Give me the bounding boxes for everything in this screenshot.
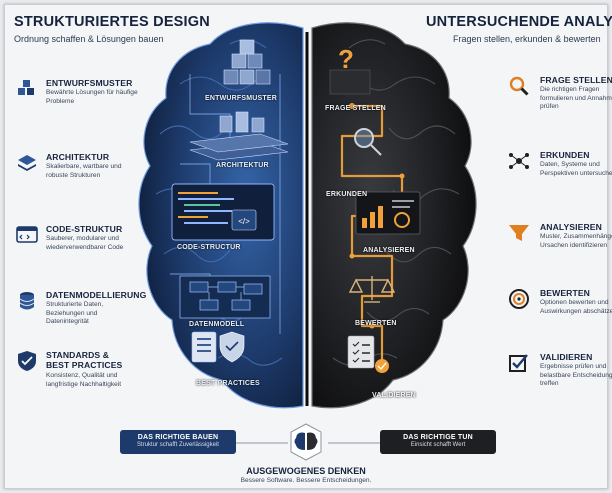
item-title: CODE-STRUKTUR [46,224,123,234]
validation-clipboard [347,335,389,373]
item-desc: Muster, Zusammenhänge und Ursachen ident… [540,233,612,249]
magnifier-icon [509,76,529,96]
item-title: DATENMODELLIERUNG [46,290,147,300]
item-desc: Konsistenz, Qualität und langfristige Na… [46,372,122,388]
item-desc: Skalierbare, wartbare und robuste Strukt… [46,163,122,179]
right-bottom-pill: DAS RICHTIGE TUN Einsicht schafft Wert [380,430,496,454]
center-subtitle: Bessere Software. Bessere Entscheidungen… [240,477,372,484]
checkbox-icon [509,354,528,372]
item-title: VALIDIEREN [540,352,593,362]
brain-label-bewerten: BEWERTEN [355,320,397,327]
code-window: </> [171,183,275,241]
brain-illustration: </> ? [138,22,477,409]
item-desc: Daten, Systeme und Perspektiven untersuc… [540,161,612,177]
balance-scale-illustration [348,276,396,303]
item-desc: Sauberer, modularer und wiederverwendbar… [46,235,124,251]
svg-text:?: ? [338,44,354,74]
center-title: AUSGEWOGENES DENKEN [246,466,366,476]
brain-label-frage-stellen: FRAGE STELLEN [325,105,386,112]
datamodel-diagram [179,275,271,319]
brain-label-architektur: ARCHITEKTUR [216,162,269,169]
item-desc: Optionen bewerten und Auswirkungen absch… [540,299,612,315]
brain-label-erkunden: ERKUNDEN [326,191,368,198]
cube-stack [223,39,271,85]
right-title: UNTERSUCHENDE ANALYSE [426,14,612,30]
funnel-icon [509,225,529,241]
item-desc: Bewährte Lösungen für häufige Probleme [46,89,138,105]
pill-sub: Struktur schafft Zuverlässigkeit [137,442,219,448]
item-desc: Die richtigen Fragen formulieren und Ann… [540,86,612,111]
item-title-line2: BEST PRACTICES [46,360,123,370]
brain-label-datenmodell: DATENMODELL [189,321,245,328]
right-subtitle: Fragen stellen, erkunden & bewerten [453,34,601,44]
magnifier-illustration [354,128,382,156]
item-title: ENTWURFSMUSTER [46,78,133,88]
item-title: ARCHITEKTUR [46,152,110,162]
brain-label-entwurfsmuster: ENTWURFSMUSTER [205,95,278,102]
shield-check-icon [18,351,36,371]
layers-icon [18,155,36,171]
left-subtitle: Ordnung schaffen & Lösungen bauen [14,34,164,44]
item-desc: Ergebnisse prüfen und belastbare Entsche… [540,363,612,388]
best-practices-illustration [191,331,245,363]
cubes-icon [18,80,34,95]
pill-title: DAS RICHTIGE BAUEN [137,434,219,441]
connector-lines [236,442,380,444]
left-title: STRUKTURIERTES DESIGN [14,14,210,30]
item-title: ERKUNDEN [540,150,590,160]
database-icon [19,292,35,310]
question-mark-illustration: ? [329,44,371,95]
item-title-line1: STANDARDS & [46,350,110,360]
svg-text:</>: </> [238,217,250,226]
pill-title: DAS RICHTIGE TUN [403,434,473,441]
architecture-slabs [189,111,289,161]
network-icon [509,153,529,169]
brain-label-validieren: VALIDIEREN [372,392,416,399]
item-title: ANALYSIEREN [540,222,602,232]
brain-icon [290,423,322,461]
item-title: BEWERTEN [540,288,590,298]
brain-label-code-structur: CODE-STRUCTUR [177,244,241,251]
code-window-icon [16,226,38,243]
brain-label-best-practices: BEST PRACTICES [196,380,260,387]
left-bottom-pill: DAS RICHTIGE BAUEN Struktur schafft Zuve… [120,430,236,454]
item-desc: Strukturierte Daten, Beziehungen und Dat… [46,301,104,326]
target-icon [509,289,529,309]
analysis-chart-screen [355,191,421,235]
brain-label-analysieren: ANALYSIEREN [363,247,415,254]
pill-sub: Einsicht schafft Wert [410,442,466,448]
item-title: FRAGE STELLEN [540,75,612,85]
